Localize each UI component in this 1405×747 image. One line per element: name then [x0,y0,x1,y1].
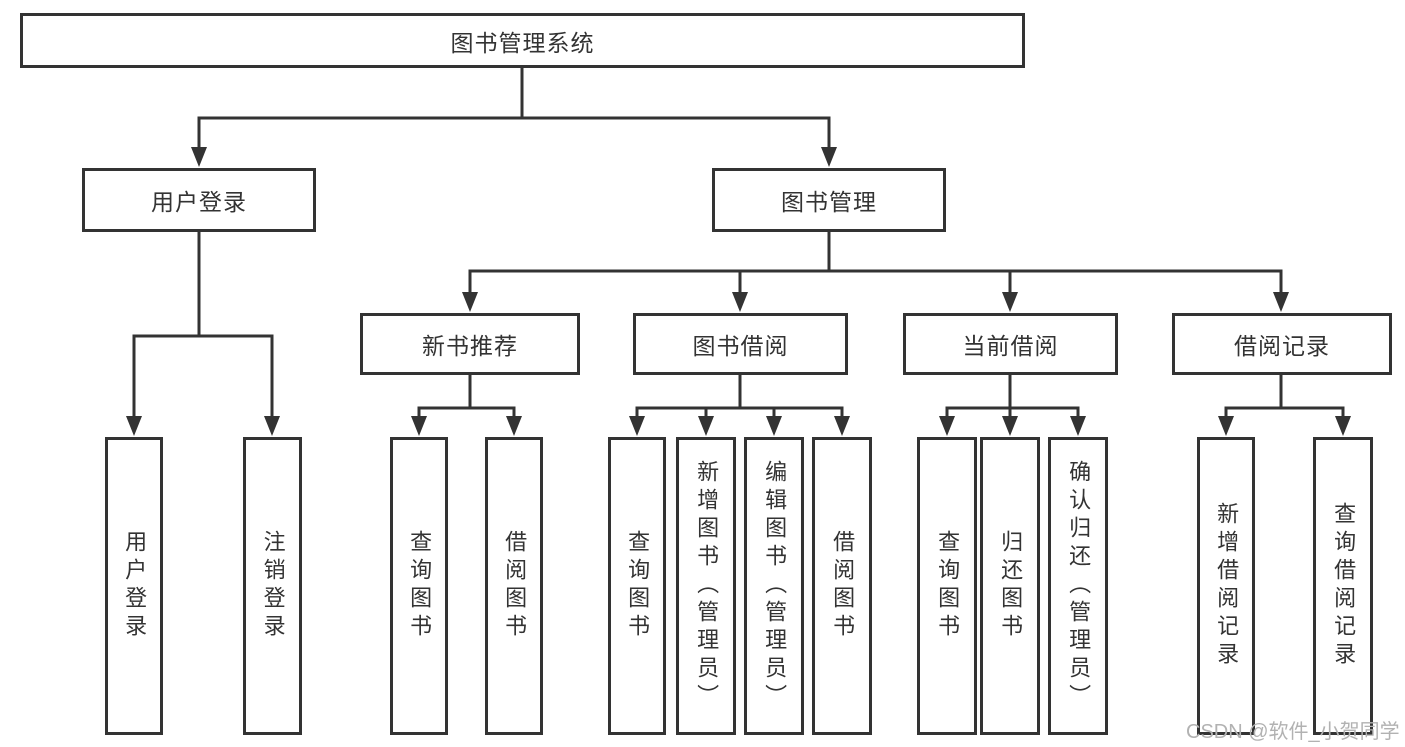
leaf-borrow-books: 借阅图书 [812,437,872,735]
node-book-borrowing: 图书借阅 [633,313,848,375]
leaf-user-login: 用户登录 [105,437,163,735]
leaf-query-books-recommend: 查询图书 [390,437,448,735]
watermark: CSDN @软件_小贺同学 [1186,721,1400,743]
leaf-query-books-current: 查询图书 [917,437,977,735]
node-library-management-system: 图书管理系统 [20,13,1025,68]
leaf-add-books-admin: 新增图书（管理员） [676,437,736,735]
leaf-borrow-books-recommend: 借阅图书 [485,437,543,735]
leaf-query-books-borrow: 查询图书 [608,437,666,735]
leaf-query-borrow-record: 查询借阅记录 [1313,437,1373,735]
leaf-return-books: 归还图书 [980,437,1040,735]
node-borrow-records: 借阅记录 [1172,313,1392,375]
node-new-book-recommendation: 新书推荐 [360,313,580,375]
leaf-confirm-return-admin: 确认归还（管理员） [1048,437,1108,735]
node-user-login: 用户登录 [82,168,316,232]
leaf-add-borrow-record: 新增借阅记录 [1197,437,1255,735]
node-book-management: 图书管理 [712,168,946,232]
leaf-logout: 注销登录 [243,437,302,735]
leaf-edit-books-admin: 编辑图书（管理员） [744,437,804,735]
node-current-borrowing: 当前借阅 [903,313,1118,375]
